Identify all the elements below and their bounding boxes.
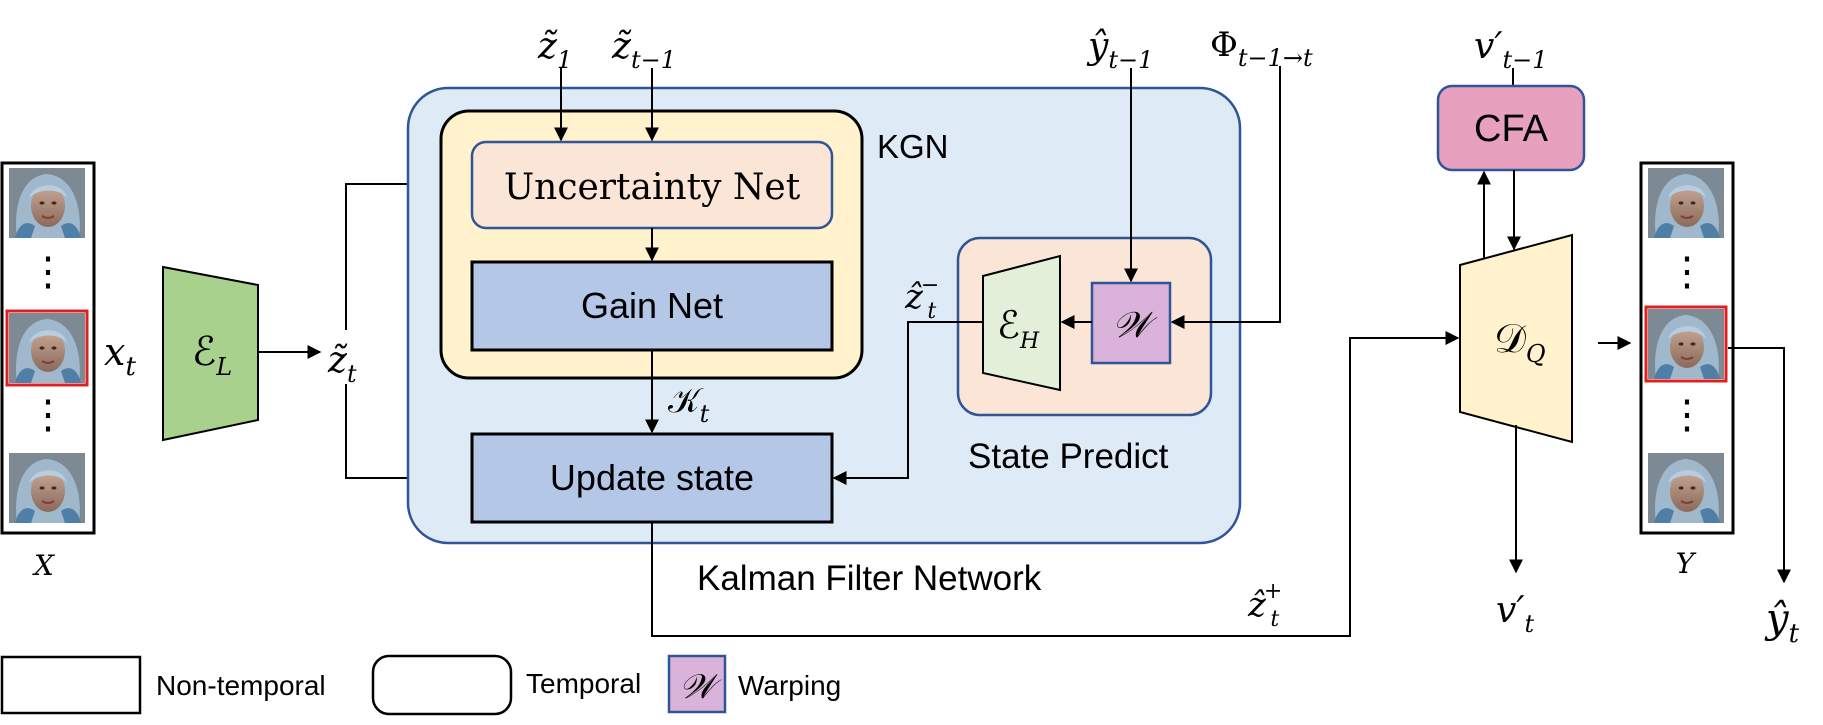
phi-label: Φt−1→t (1210, 25, 1313, 72)
current-frame-highlight (5, 309, 89, 387)
kalman-gain-label: 𝒦t (668, 381, 710, 428)
update-state-label: Update state (550, 457, 754, 498)
input-frame-last (8, 452, 86, 524)
legend-warping-swatch (667, 654, 727, 714)
kgn-label: KGN (877, 128, 949, 165)
output-frame-current (1647, 308, 1725, 380)
v-prime-t-minus-1-label: v′t−1 (1474, 26, 1548, 74)
output-frame-last (1647, 452, 1725, 524)
input-frame-current (8, 312, 86, 384)
state-predict-label: State Predict (968, 437, 1169, 476)
svg-text:ℰL: ℰL (192, 329, 232, 381)
uncertainty-net-label: Uncertainty Net (504, 167, 801, 208)
y-hat-t-minus-1-label: ŷt−1 (1086, 26, 1153, 74)
output-current-frame-highlight (1644, 305, 1728, 383)
z-tilde-t-label: z̃t (327, 340, 357, 388)
output-dots-1: ⋮ (1667, 249, 1707, 295)
arrow-encoder-h-to-update (832, 321, 983, 485)
svg-text:𝒟Q: 𝒟Q (1494, 316, 1546, 368)
legend-temporal-label: Temporal (526, 668, 641, 699)
gain-net-label: Gain Net (581, 285, 723, 326)
encoder-h: ℰH (982, 254, 1061, 392)
input-frame-stack: ⋮ ⋮ (0, 161, 96, 535)
z-tilde-t-minus-1-label: z̃t−1 (611, 26, 676, 74)
output-frame-stack: ⋮ ⋮ (1639, 161, 1735, 535)
legend-temporal-swatch (371, 654, 513, 716)
v-prime-t-label: v′t (1496, 590, 1535, 638)
arrow-phi-to-warp (1170, 66, 1281, 329)
z-hat-t-minus-label: ẑ−t (904, 273, 939, 324)
arrow-output-to-yhat (1728, 347, 1791, 584)
input-label-X: X (32, 549, 55, 582)
output-frame-1 (1647, 167, 1725, 239)
legend-warping-label: Warping (738, 670, 841, 701)
y-hat-t-label: ŷt (1764, 596, 1800, 649)
output-label-Y: Y (1676, 547, 1697, 580)
input-frame-1 (8, 167, 86, 239)
x-t-label: xt (104, 330, 136, 382)
encoder-l: ℰL (162, 265, 259, 442)
legend: Non-temporal Temporal 𝒲 Warping (0, 654, 841, 716)
decoder-q: 𝒟Q (1459, 233, 1573, 444)
input-dots-2: ⋮ (28, 392, 68, 438)
z-hat-t-plus-label: ẑ+t (1247, 579, 1282, 632)
legend-non-temporal-label: Non-temporal (156, 670, 326, 701)
z-tilde-1-label: z̃1 (537, 26, 572, 74)
connector-update-to-decoder (651, 331, 1460, 637)
legend-non-temporal-swatch (0, 655, 142, 715)
output-dots-2: ⋮ (1667, 392, 1707, 438)
cfa-box (1436, 84, 1586, 172)
input-dots-1: ⋮ (28, 249, 68, 295)
svg-text:ℰH: ℰH (997, 303, 1040, 354)
cfa-label: CFA (1474, 108, 1549, 150)
kalman-filter-network-label: Kalman Filter Network (697, 559, 1042, 598)
